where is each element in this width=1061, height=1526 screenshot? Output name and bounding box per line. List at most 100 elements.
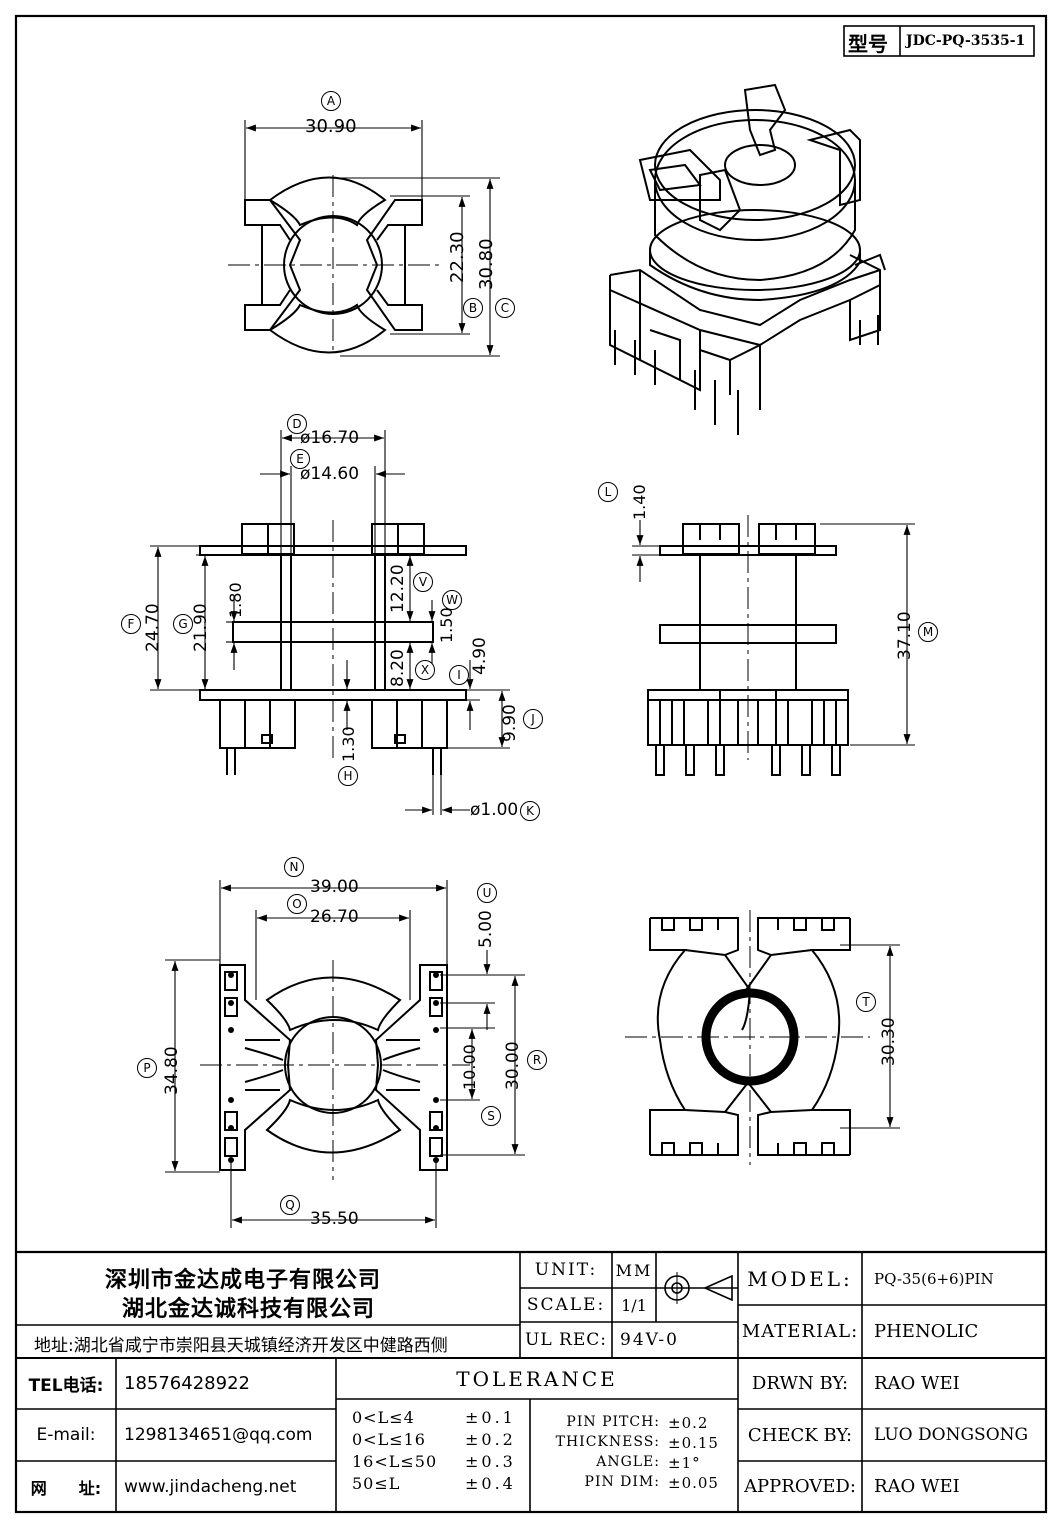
balloon-d: D: [287, 414, 307, 434]
isometric-view: [609, 83, 886, 435]
model-code: JDC-PQ-3535-1: [906, 33, 1026, 49]
top-view-centerlines: [228, 175, 440, 355]
dim-m: 37.10: [895, 611, 915, 660]
spec-value: ±0.05: [668, 1474, 719, 1492]
dim-v: 12.20: [388, 564, 408, 613]
balloon-j: J: [523, 709, 543, 729]
back-view-centerlines: [625, 910, 870, 1165]
balloon-p: P: [137, 1058, 157, 1078]
dim-f: 24.70: [143, 603, 163, 652]
balloon-g: G: [173, 614, 193, 634]
drawn-by-value: RAO WEI: [874, 1373, 960, 1394]
check-by-label: CHECK BY:: [747, 1424, 853, 1446]
material-value: PHENOLIC: [874, 1321, 979, 1342]
check-by-value: LUO DONGSONG: [874, 1425, 1029, 1445]
unit-value: MM: [615, 1260, 653, 1280]
spec-label: ANGLE:: [596, 1454, 660, 1470]
approved-value: RAO WEI: [874, 1476, 960, 1497]
company-name-2: 湖北金达诚科技有限公司: [122, 1297, 376, 1322]
company-name-1: 深圳市金达成电子有限公司: [105, 1268, 382, 1293]
dim-o: 26.70: [310, 907, 359, 927]
dim-k: ø1.00: [470, 800, 519, 820]
bottom-view-dims: [165, 880, 525, 1228]
spec-value: ±0.2: [668, 1414, 709, 1432]
model-code-label: 型号: [848, 32, 888, 56]
top-view-dims: [244, 120, 500, 357]
dim-j: 9.90: [500, 704, 520, 742]
balloon-h: H: [338, 766, 358, 786]
balloon-l: L: [598, 482, 618, 502]
dim-c: 30.80: [476, 238, 497, 290]
dim-l: 1.40: [630, 484, 649, 520]
unit-label: UNIT:: [534, 1260, 598, 1280]
spec-label: PIN PITCH:: [566, 1414, 660, 1430]
balloon-m: M: [918, 622, 938, 642]
tolerance-range: 0<L≤16: [352, 1430, 426, 1449]
balloon-w: W: [442, 590, 462, 610]
tolerance-value: ±0.2: [465, 1430, 516, 1449]
email-value: 1298134651@qq.com: [124, 1425, 313, 1445]
side-view-dims: [632, 520, 915, 746]
company-address: 地址:湖北省咸宁市崇阳县天城镇经济开发区中健路西侧: [34, 1336, 448, 1356]
balloon-v: V: [413, 572, 433, 592]
dim-g: 21.90: [191, 603, 211, 652]
spec-label: THICKNESS:: [555, 1434, 660, 1450]
spec-value: ±0.15: [668, 1434, 719, 1452]
tolerance-value: ±0.4: [465, 1474, 516, 1493]
dim-w: 1.50: [437, 607, 456, 643]
model-label: MODEL:: [747, 1266, 853, 1291]
dim-u: 5.00: [476, 910, 496, 948]
ul-rec-value: 94V-0: [620, 1330, 679, 1350]
balloon-b: B: [463, 298, 483, 318]
balloon-f: F: [121, 614, 141, 634]
balloon-t: T: [856, 992, 876, 1012]
dim-e: ø14.60: [300, 464, 360, 484]
balloon-k: K: [520, 801, 540, 821]
balloon-u: U: [477, 883, 497, 903]
spec-value: ±1°: [668, 1454, 701, 1472]
dim-x: 8.20: [388, 649, 408, 687]
model-value: PQ-35(6+6)PIN: [874, 1269, 994, 1288]
dim-t: 30.30: [879, 1017, 899, 1066]
front-view-dims: [150, 430, 510, 815]
model-code-box: [843, 25, 1035, 57]
dim-h: 1.30: [339, 726, 358, 762]
balloon-s: S: [481, 1106, 501, 1126]
dim-i: 4.90: [470, 637, 490, 675]
material-label: MATERIAL:: [741, 1321, 859, 1342]
tolerance-value: ±0.1: [465, 1408, 516, 1427]
dim-d: ø16.70: [300, 428, 360, 448]
tolerance-range: 16<L≤50: [352, 1452, 438, 1471]
balloon-c: C: [495, 298, 515, 318]
back-view-dims: [840, 944, 900, 1129]
tolerance-value: ±0.3: [465, 1452, 516, 1471]
balloon-x: X: [415, 660, 435, 680]
website-value: www.jindacheng.net: [124, 1476, 297, 1497]
balloon-n: N: [284, 857, 304, 877]
bottom-view: [219, 964, 448, 1171]
email-label: E-mail:: [36, 1425, 96, 1445]
scale-value: 1/1: [621, 1295, 647, 1315]
title-block-grid: [16, 1250, 1046, 1512]
dim-a: 30.90: [305, 116, 357, 137]
dim-r: 30.00: [503, 1041, 523, 1090]
drawn-by-label: DRWN BY:: [751, 1373, 849, 1394]
balloon-q: Q: [280, 1195, 300, 1215]
tel-label: TEL电话:: [28, 1376, 104, 1396]
ul-rec-label: UL REC:: [525, 1330, 607, 1350]
tolerance-title: TOLERANCE: [456, 1366, 618, 1391]
balloon-a: A: [321, 91, 341, 111]
dim-10-00: 10.00: [460, 1044, 479, 1090]
scale-label: SCALE:: [526, 1295, 606, 1315]
balloon-r: R: [527, 1050, 547, 1070]
tel-value: 18576428922: [124, 1373, 250, 1394]
dim-q: 35.50: [310, 1209, 359, 1229]
tolerance-range: 0<L≤4: [352, 1408, 415, 1427]
spec-label: PIN DIM:: [584, 1474, 660, 1490]
balloon-o: O: [287, 894, 307, 914]
tolerance-range: 50≤L: [352, 1474, 401, 1493]
projection-symbol: [660, 1272, 736, 1304]
dim-1-80: 1.80: [226, 582, 245, 618]
